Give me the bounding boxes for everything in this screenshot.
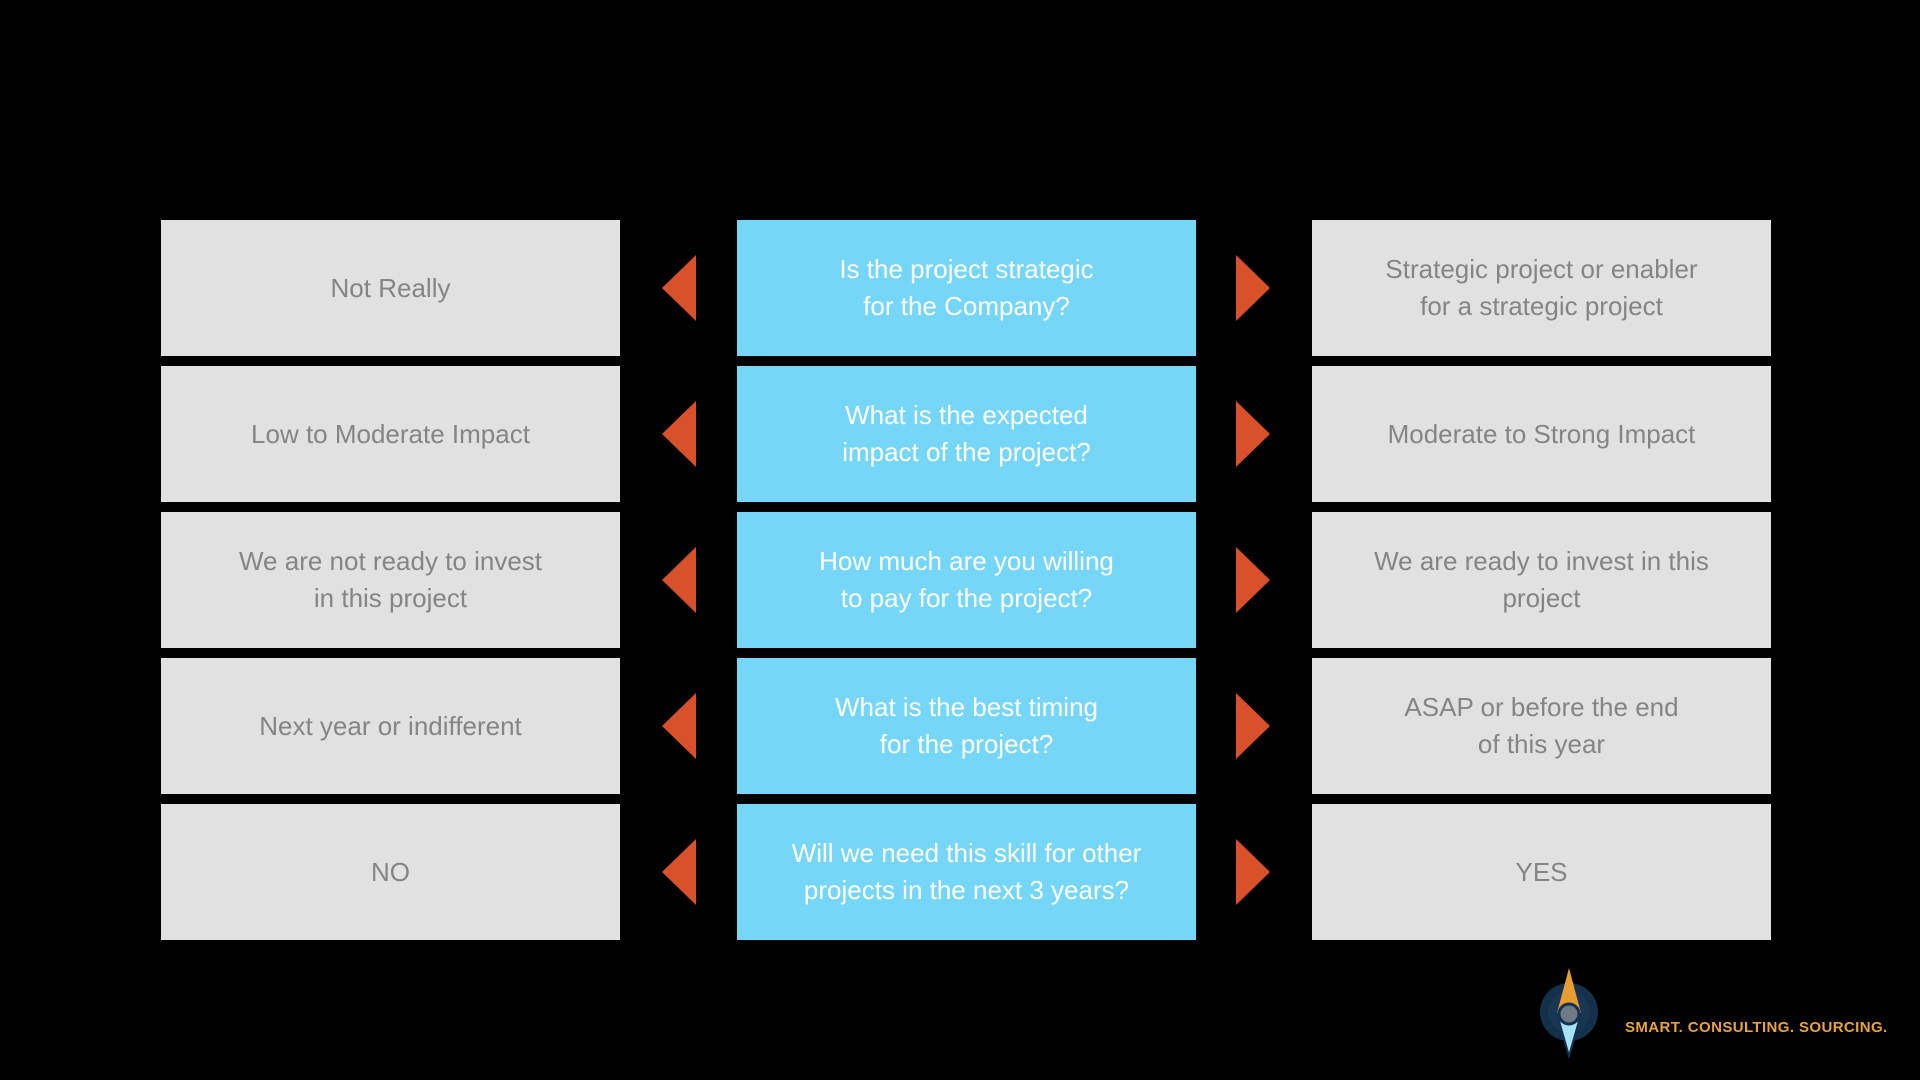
answer-box-positive: ASAP or before the end of this year (1312, 658, 1771, 794)
arrow-left-icon (662, 839, 696, 905)
answer-box-positive: Strategic project or enabler for a strat… (1312, 220, 1771, 356)
answer-box-negative: NO (161, 804, 620, 940)
decision-row: Next year or indifferent What is the bes… (0, 658, 1920, 794)
arrow-right-icon (1236, 255, 1270, 321)
arrow-left-icon (662, 547, 696, 613)
answer-box-negative: We are not ready to invest in this proje… (161, 512, 620, 648)
arrow-left-icon (662, 693, 696, 759)
answer-box-positive: Moderate to Strong Impact (1312, 366, 1771, 502)
brand-tagline: SMART. CONSULTING. SOURCING. (1625, 1019, 1888, 1036)
answer-box-positive: We are ready to invest in this project (1312, 512, 1771, 648)
question-box: What is the expected impact of the proje… (737, 366, 1196, 502)
decision-row: Not Really Is the project strategic for … (0, 220, 1920, 356)
arrow-left-icon (662, 255, 696, 321)
decision-row: Low to Moderate Impact What is the expec… (0, 366, 1920, 502)
arrow-right-icon (1236, 693, 1270, 759)
arrow-right-icon (1236, 547, 1270, 613)
answer-box-positive: YES (1312, 804, 1771, 940)
arrow-left-icon (662, 401, 696, 467)
brand-block: SMART. CONSULTING. SOURCING. (1537, 966, 1897, 1066)
arrow-right-icon (1236, 401, 1270, 467)
question-box: Will we need this skill for other projec… (737, 804, 1196, 940)
decision-row: We are not ready to invest in this proje… (0, 512, 1920, 648)
question-box: How much are you willing to pay for the … (737, 512, 1196, 648)
question-box: What is the best timing for the project? (737, 658, 1196, 794)
answer-box-negative: Next year or indifferent (161, 658, 620, 794)
decision-row: NO Will we need this skill for other pro… (0, 804, 1920, 940)
compass-logo-icon (1540, 968, 1598, 1058)
answer-box-negative: Low to Moderate Impact (161, 366, 620, 502)
answer-box-negative: Not Really (161, 220, 620, 356)
arrow-right-icon (1236, 839, 1270, 905)
question-box: Is the project strategic for the Company… (737, 220, 1196, 356)
